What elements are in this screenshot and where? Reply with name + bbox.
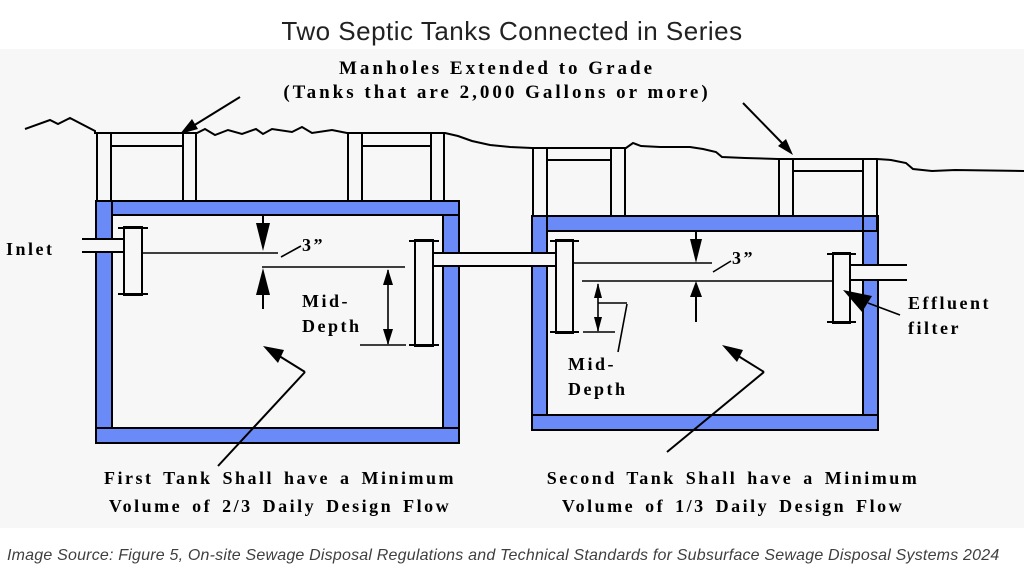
tank1-note: First Tank Shall have a Minimum Volume o… (103, 468, 457, 516)
heading-line2: (Tanks that are 2,000 Gallons or more) (283, 82, 711, 103)
tank1-manhole-risers (96, 133, 445, 201)
page-title: Two Septic Tanks Connected in Series (281, 16, 743, 46)
down-arrow-icon (690, 239, 702, 263)
tank1-gap-label: 3” (302, 235, 325, 255)
tank2-top-slab (531, 215, 879, 232)
connecting-pipe (433, 252, 556, 267)
outlet-pipe (850, 264, 907, 281)
heading-line1: Manholes Extended to Grade (338, 58, 656, 79)
manhole-pointer-right (742, 102, 793, 155)
tank1-right-wall (442, 214, 460, 444)
tank2-right-wall (862, 230, 879, 431)
arrow-icon (843, 290, 872, 312)
tank1-mid-depth-label: Mid- Depth (302, 291, 362, 336)
tank1-left-wall (95, 200, 113, 444)
grade-line (24, 116, 1024, 173)
down-arrow-icon (256, 223, 270, 251)
tank2-flow-lines (573, 260, 833, 282)
tank1-inlet-baffle (118, 226, 148, 296)
tank2-left-wall (531, 215, 548, 431)
manhole-pointer-left (180, 96, 241, 134)
arrow-icon (263, 346, 284, 363)
tank2-mid-depth-label: Mid- Depth (568, 354, 628, 399)
tank1-top-slab (95, 200, 460, 216)
tank1-bottom-slab (95, 427, 460, 444)
up-arrow-icon (690, 281, 702, 297)
tank1-gap-arrows (256, 215, 270, 309)
effluent-filter-label: Effluent filter (908, 293, 991, 338)
tank1-flow-lines (142, 245, 405, 268)
tank2-note: Second Tank Shall have a Minimum Volume … (546, 468, 920, 516)
effluent-filter-leader (843, 290, 901, 316)
tank2-gap-label: 3” (732, 248, 755, 268)
tank2-manhole-risers (532, 148, 878, 231)
tank2-gap-arrows (690, 231, 702, 322)
image-source-caption: Image Source: Figure 5, On-site Sewage D… (7, 547, 1000, 564)
tank2-bottom-slab (531, 414, 879, 431)
arrow-icon (778, 139, 793, 155)
up-arrow-icon (256, 268, 270, 295)
tank1-mid-depth-dimension (360, 269, 406, 346)
tank2-mid-depth-dimension (583, 283, 628, 353)
arrow-icon (722, 345, 743, 362)
tank1-walls (95, 200, 460, 444)
diagram-heading: Manholes Extended to Grade (Tanks that a… (15, 57, 979, 105)
diagram-background (0, 49, 1024, 528)
tank2-note-leader (666, 345, 765, 453)
effluent-filter (827, 252, 856, 324)
arrow-icon (180, 119, 198, 134)
tank2-inlet-baffle (550, 239, 579, 334)
inlet-label: Inlet (6, 239, 55, 259)
tank1-note-leader (217, 346, 306, 467)
inlet-pipe (82, 238, 124, 253)
tank1-outlet-baffle (409, 239, 439, 347)
